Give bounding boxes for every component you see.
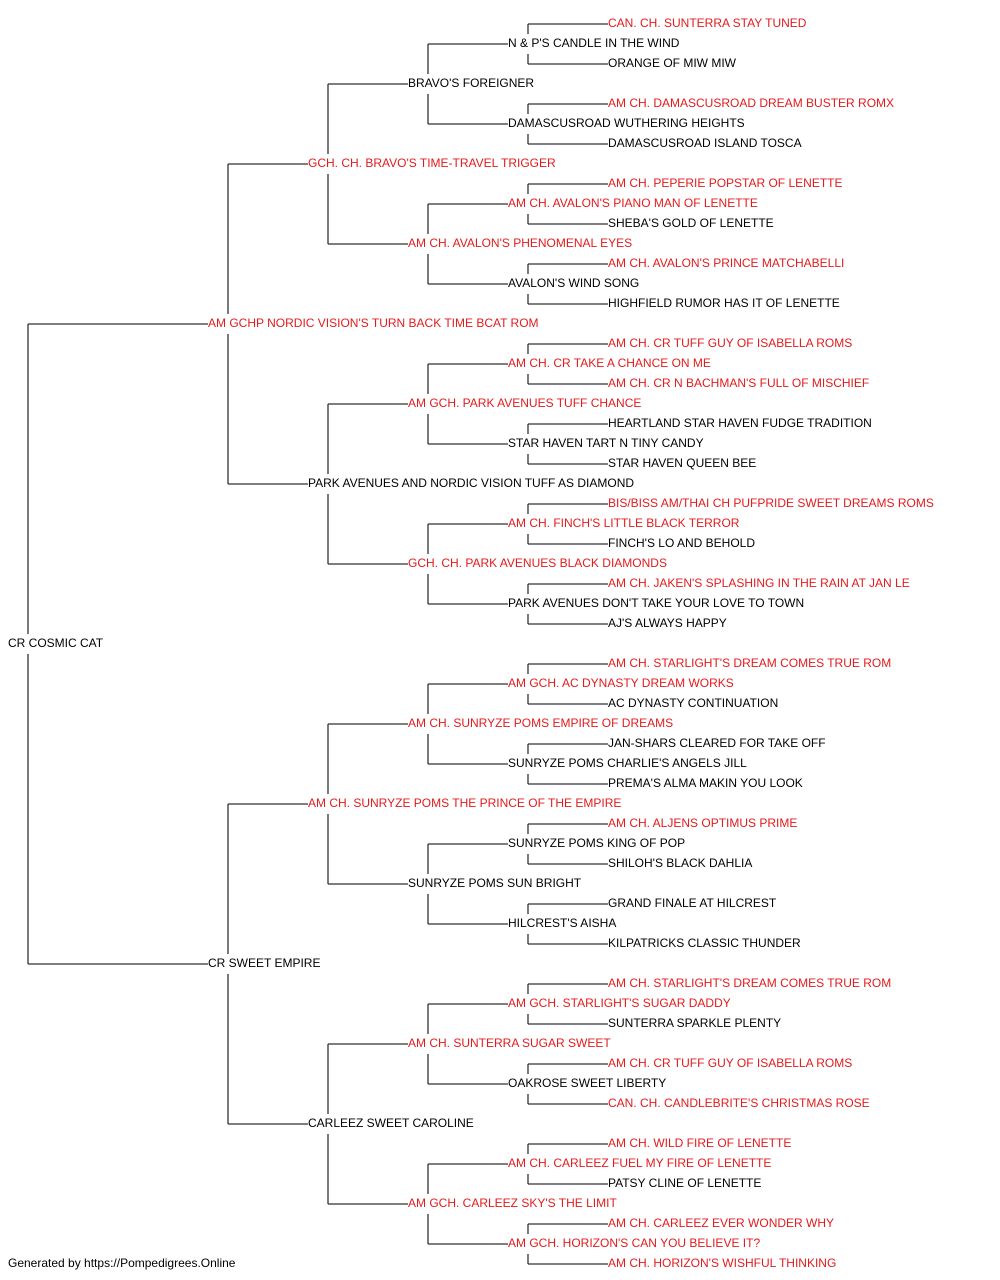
pedigree-name: JAN-SHARS CLEARED FOR TAKE OFF xyxy=(608,736,826,750)
pedigree-name: PARK AVENUES AND NORDIC VISION TUFF AS D… xyxy=(308,476,634,490)
pedigree-name: AM CH. AVALON'S PIANO MAN OF LENETTE xyxy=(508,196,758,210)
pedigree-name: DAMASCUSROAD WUTHERING HEIGHTS xyxy=(508,116,745,130)
pedigree-name: AJ'S ALWAYS HAPPY xyxy=(608,616,727,630)
pedigree-name: N & P'S CANDLE IN THE WIND xyxy=(508,36,680,50)
pedigree-name: SHEBA'S GOLD OF LENETTE xyxy=(608,216,774,230)
pedigree-name: SUNRYZE POMS CHARLIE'S ANGELS JILL xyxy=(508,756,747,770)
pedigree-name: CARLEEZ SWEET CAROLINE xyxy=(308,1116,474,1130)
pedigree-name: ORANGE OF MIW MIW xyxy=(608,56,737,70)
pedigree-name: HILCREST'S AISHA xyxy=(508,916,616,930)
pedigree-name: AM CH. SUNRYZE POMS THE PRINCE OF THE EM… xyxy=(308,796,621,810)
pedigree-name: AVALON'S WIND SONG xyxy=(508,276,639,290)
pedigree-name: OAKROSE SWEET LIBERTY xyxy=(508,1076,666,1090)
pedigree-name: FINCH'S LO AND BEHOLD xyxy=(608,536,755,550)
pedigree-name: CAN. CH. CANDLEBRITE'S CHRISTMAS ROSE xyxy=(608,1096,870,1110)
pedigree-name: CR SWEET EMPIRE xyxy=(208,956,320,970)
pedigree-name: AM GCH. STARLIGHT'S SUGAR DADDY xyxy=(508,996,731,1010)
pedigree-name: AM CH. SUNRYZE POMS EMPIRE OF DREAMS xyxy=(408,716,673,730)
pedigree-name: SHILOH'S BLACK DAHLIA xyxy=(608,856,752,870)
pedigree-name: AM CH. AVALON'S PHENOMENAL EYES xyxy=(408,236,632,250)
pedigree-name: AM CH. WILD FIRE OF LENETTE xyxy=(608,1136,791,1150)
pedigree-name: AM CH. SUNTERRA SUGAR SWEET xyxy=(408,1036,611,1050)
pedigree-name: STAR HAVEN TART N TINY CANDY xyxy=(508,436,704,450)
pedigree-name: AM GCH. CARLEEZ SKY'S THE LIMIT xyxy=(408,1196,617,1210)
pedigree-name: HEARTLAND STAR HAVEN FUDGE TRADITION xyxy=(608,416,872,430)
pedigree-name: GCH. CH. BRAVO'S TIME-TRAVEL TRIGGER xyxy=(308,156,556,170)
pedigree-name: AM CH. CR TUFF GUY OF ISABELLA ROMS xyxy=(608,1056,852,1070)
pedigree-name: HIGHFIELD RUMOR HAS IT OF LENETTE xyxy=(608,296,840,310)
pedigree-name: AM CH. HORIZON'S WISHFUL THINKING xyxy=(608,1256,836,1270)
pedigree-name: AM GCH. AC DYNASTY DREAM WORKS xyxy=(508,676,734,690)
pedigree-name: BIS/BISS AM/THAI CH PUFPRIDE SWEET DREAM… xyxy=(608,496,934,510)
pedigree-name: GCH. CH. PARK AVENUES BLACK DIAMONDS xyxy=(408,556,667,570)
pedigree-name: KILPATRICKS CLASSIC THUNDER xyxy=(608,936,801,950)
pedigree-name: AM CH. CARLEEZ FUEL MY FIRE OF LENETTE xyxy=(508,1156,771,1170)
pedigree-name: CR COSMIC CAT xyxy=(8,636,104,650)
pedigree-name: AM CH. CR N BACHMAN'S FULL OF MISCHIEF xyxy=(608,376,869,390)
pedigree-name: AM CH. STARLIGHT'S DREAM COMES TRUE ROM xyxy=(608,976,891,990)
pedigree-name: AM CH. JAKEN'S SPLASHING IN THE RAIN AT … xyxy=(608,576,910,590)
pedigree-name: PATSY CLINE OF LENETTE xyxy=(608,1176,761,1190)
pedigree-name: CAN. CH. SUNTERRA STAY TUNED xyxy=(608,16,807,30)
pedigree-name: AM CH. AVALON'S PRINCE MATCHABELLI xyxy=(608,256,844,270)
pedigree-name: DAMASCUSROAD ISLAND TOSCA xyxy=(608,136,802,150)
pedigree-name: AM CH. CR TUFF GUY OF ISABELLA ROMS xyxy=(608,336,852,350)
pedigree-name: SUNRYZE POMS KING OF POP xyxy=(508,836,685,850)
pedigree-name: PREMA'S ALMA MAKIN YOU LOOK xyxy=(608,776,803,790)
pedigree-name: AM CH. STARLIGHT'S DREAM COMES TRUE ROM xyxy=(608,656,891,670)
pedigree-name: AM GCH. HORIZON'S CAN YOU BELIEVE IT? xyxy=(508,1236,760,1250)
pedigree-name: AC DYNASTY CONTINUATION xyxy=(608,696,778,710)
footer-credit: Generated by https://Pompedigrees.Online xyxy=(8,1256,236,1270)
pedigree-name: AM CH. FINCH'S LITTLE BLACK TERROR xyxy=(508,516,740,530)
pedigree-name: SUNTERRA SPARKLE PLENTY xyxy=(608,1016,781,1030)
pedigree-name: STAR HAVEN QUEEN BEE xyxy=(608,456,756,470)
pedigree-name: AM CH. DAMASCUSROAD DREAM BUSTER ROMX xyxy=(608,96,894,110)
pedigree-name: GRAND FINALE AT HILCREST xyxy=(608,896,777,910)
pedigree-name: BRAVO'S FOREIGNER xyxy=(408,76,534,90)
pedigree-name: AM CH. ALJENS OPTIMUS PRIME xyxy=(608,816,797,830)
pedigree-name: AM CH. PEPERIE POPSTAR OF LENETTE xyxy=(608,176,843,190)
pedigree-name: AM CH. CARLEEZ EVER WONDER WHY xyxy=(608,1216,834,1230)
pedigree-name: PARK AVENUES DON'T TAKE YOUR LOVE TO TOW… xyxy=(508,596,804,610)
pedigree-name: SUNRYZE POMS SUN BRIGHT xyxy=(408,876,582,890)
pedigree-name: AM GCH. PARK AVENUES TUFF CHANCE xyxy=(408,396,641,410)
pedigree-name: AM GCHP NORDIC VISION'S TURN BACK TIME B… xyxy=(208,316,539,330)
pedigree-name: AM CH. CR TAKE A CHANCE ON ME xyxy=(508,356,711,370)
